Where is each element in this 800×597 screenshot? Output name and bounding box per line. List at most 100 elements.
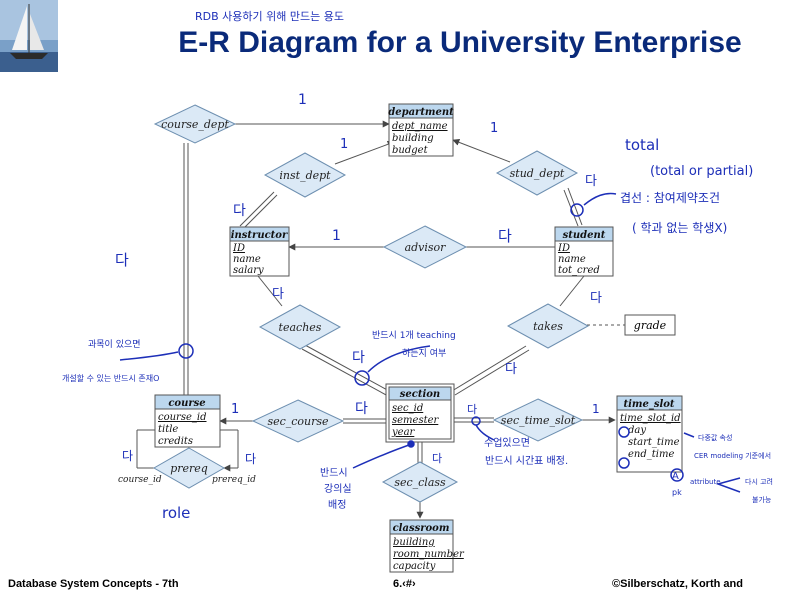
note-da-6: 다 (590, 291, 602, 306)
attr-student-name: name (558, 254, 586, 265)
handwriting-strokes (119, 192, 741, 493)
entity-student: student ID name tot_cred (554, 226, 614, 277)
note-time-2: 반드시 시간표 배정. (485, 455, 568, 467)
note-ts-5: 불가능 (752, 495, 772, 504)
entity-time-slot: time_slot time_slot_id day start_time en… (616, 395, 683, 473)
rel-prereq (152, 447, 226, 489)
rel-sec-class (381, 461, 459, 503)
note-da-4: 다 (585, 174, 597, 189)
note-total: total (625, 136, 659, 154)
attr-building: building (392, 133, 434, 144)
note-da-2: 다 (115, 251, 129, 269)
attr-tot-cred: tot_cred (558, 265, 600, 276)
rel-inst-dept (263, 152, 347, 198)
note-da-7: 다 (352, 350, 365, 366)
attr-credits: credits (158, 436, 193, 447)
attr-capacity: capacity (393, 561, 436, 572)
attr-sec-id: sec_id (392, 403, 423, 414)
note-total-partial: (total or partial) (650, 164, 753, 179)
note-da-12: 다 (245, 452, 256, 466)
entity-classroom-name: classroom (393, 523, 450, 534)
rel-sec-class-label: sec_class (394, 476, 446, 489)
note-section-3: 배정 (328, 499, 346, 511)
note-one-b: 1 (340, 137, 348, 152)
entity-instructor-name: instructor (231, 230, 288, 241)
attr-dept-name: dept_name (392, 121, 448, 132)
rel-sec-course-label: sec_course (267, 415, 329, 428)
role-prereq-id: prereq_id (212, 475, 256, 485)
attr-year: year (391, 427, 416, 438)
note-ts-4: 다시 고려 (745, 477, 773, 486)
attr-budget: budget (392, 145, 429, 156)
sailboat-logo (0, 0, 58, 72)
note-da-10: 다 (467, 403, 477, 416)
rel-teaches-label: teaches (279, 321, 322, 334)
slide-title: E-R Diagram for a University Enterprise (178, 26, 742, 59)
entity-instructor: instructor ID name salary (229, 226, 290, 277)
attr-instructor-name: name (233, 254, 261, 265)
rel-sec-time-slot (492, 398, 584, 442)
note-da-1: 다 (233, 203, 246, 219)
note-ts-pk: pk (672, 488, 682, 497)
entity-classroom: classroom building room_number capacity (389, 519, 465, 573)
attr-time-slot-id: time_slot_id (620, 413, 681, 424)
attr-student-id: ID (557, 243, 570, 254)
rel-sec-course (251, 399, 345, 443)
rel-takes-label: takes (533, 320, 563, 333)
attr-end-time: end_time (628, 449, 674, 460)
attr-classroom-building: building (393, 537, 435, 548)
note-time: 수업있으면 (484, 436, 530, 449)
rel-sec-time-slot-label: sec_time_slot (501, 414, 576, 427)
attr-title: title (158, 424, 178, 435)
note-course: 과목이 있으면 (88, 338, 141, 350)
rel-takes (506, 303, 590, 349)
entity-course-name: course (168, 398, 205, 409)
note-teaches-2: 하는지 여부 (402, 347, 446, 359)
rel-stud-dept (495, 150, 579, 196)
note-one-d: 1 (332, 228, 341, 244)
attr-course-id: course_id (158, 412, 207, 423)
attr-semester: semester (392, 415, 440, 426)
rel-advisor-label: advisor (405, 241, 447, 254)
note-ts: 다중값 속성 (698, 433, 732, 442)
attr-room-number: room_number (393, 549, 465, 560)
note-da-13: 다 (432, 452, 442, 465)
rel-teaches (258, 304, 342, 350)
note-da-3: 다 (498, 227, 512, 245)
entity-department-name: department (388, 107, 454, 118)
note-ts-3: attribute (690, 478, 721, 486)
entity-student-name: student (563, 230, 606, 241)
note-ts-a: A (672, 471, 679, 482)
note-one-c: 1 (490, 121, 498, 136)
note-one-e: 1 (231, 402, 239, 417)
rel-prereq-label: prereq (170, 462, 208, 475)
note-no-student: ( 학과 없는 학생X) (632, 221, 727, 235)
entity-department: department dept_name building budget (388, 103, 454, 157)
role-course-id: course_id (118, 475, 162, 485)
note-ts-2: CER modeling 기준에서 (694, 451, 771, 460)
footer-copyright: ©Silberschatz, Korth and (612, 578, 743, 590)
rel-course-dept (153, 104, 237, 144)
note-section-2: 강의실 (324, 483, 352, 495)
entity-time-slot-name: time_slot (623, 399, 674, 410)
rel-inst-dept-label: inst_dept (279, 169, 331, 182)
entity-course: course course_id title credits (154, 394, 221, 448)
rel-advisor (382, 225, 468, 269)
attr-instructor-id: ID (232, 243, 245, 254)
entity-section: section sec_id semester year (385, 383, 455, 443)
note-da-8: 다 (505, 362, 517, 377)
note-teaches: 반드시 1개 teaching (372, 330, 456, 341)
attr-salary: salary (233, 265, 264, 276)
footer-page: 6.‹#› (393, 578, 416, 590)
attr-grade-box (624, 314, 676, 336)
note-course-2: 개설할 수 있는 반드시 존재O (62, 373, 159, 383)
note-one-a: 1 (298, 92, 307, 108)
footer-book: Database System Concepts - 7th (8, 578, 179, 590)
note-double-line: 겹선 : 참여제약조건 (620, 190, 720, 205)
note-da-5: 다 (272, 287, 284, 302)
attr-grade: grade (634, 319, 667, 332)
note-rdb: RDB 사용하기 위해 만드는 용도 (195, 9, 344, 23)
rel-course-dept-label: course_dept (161, 118, 229, 131)
note-da-9: 다 (355, 401, 368, 417)
